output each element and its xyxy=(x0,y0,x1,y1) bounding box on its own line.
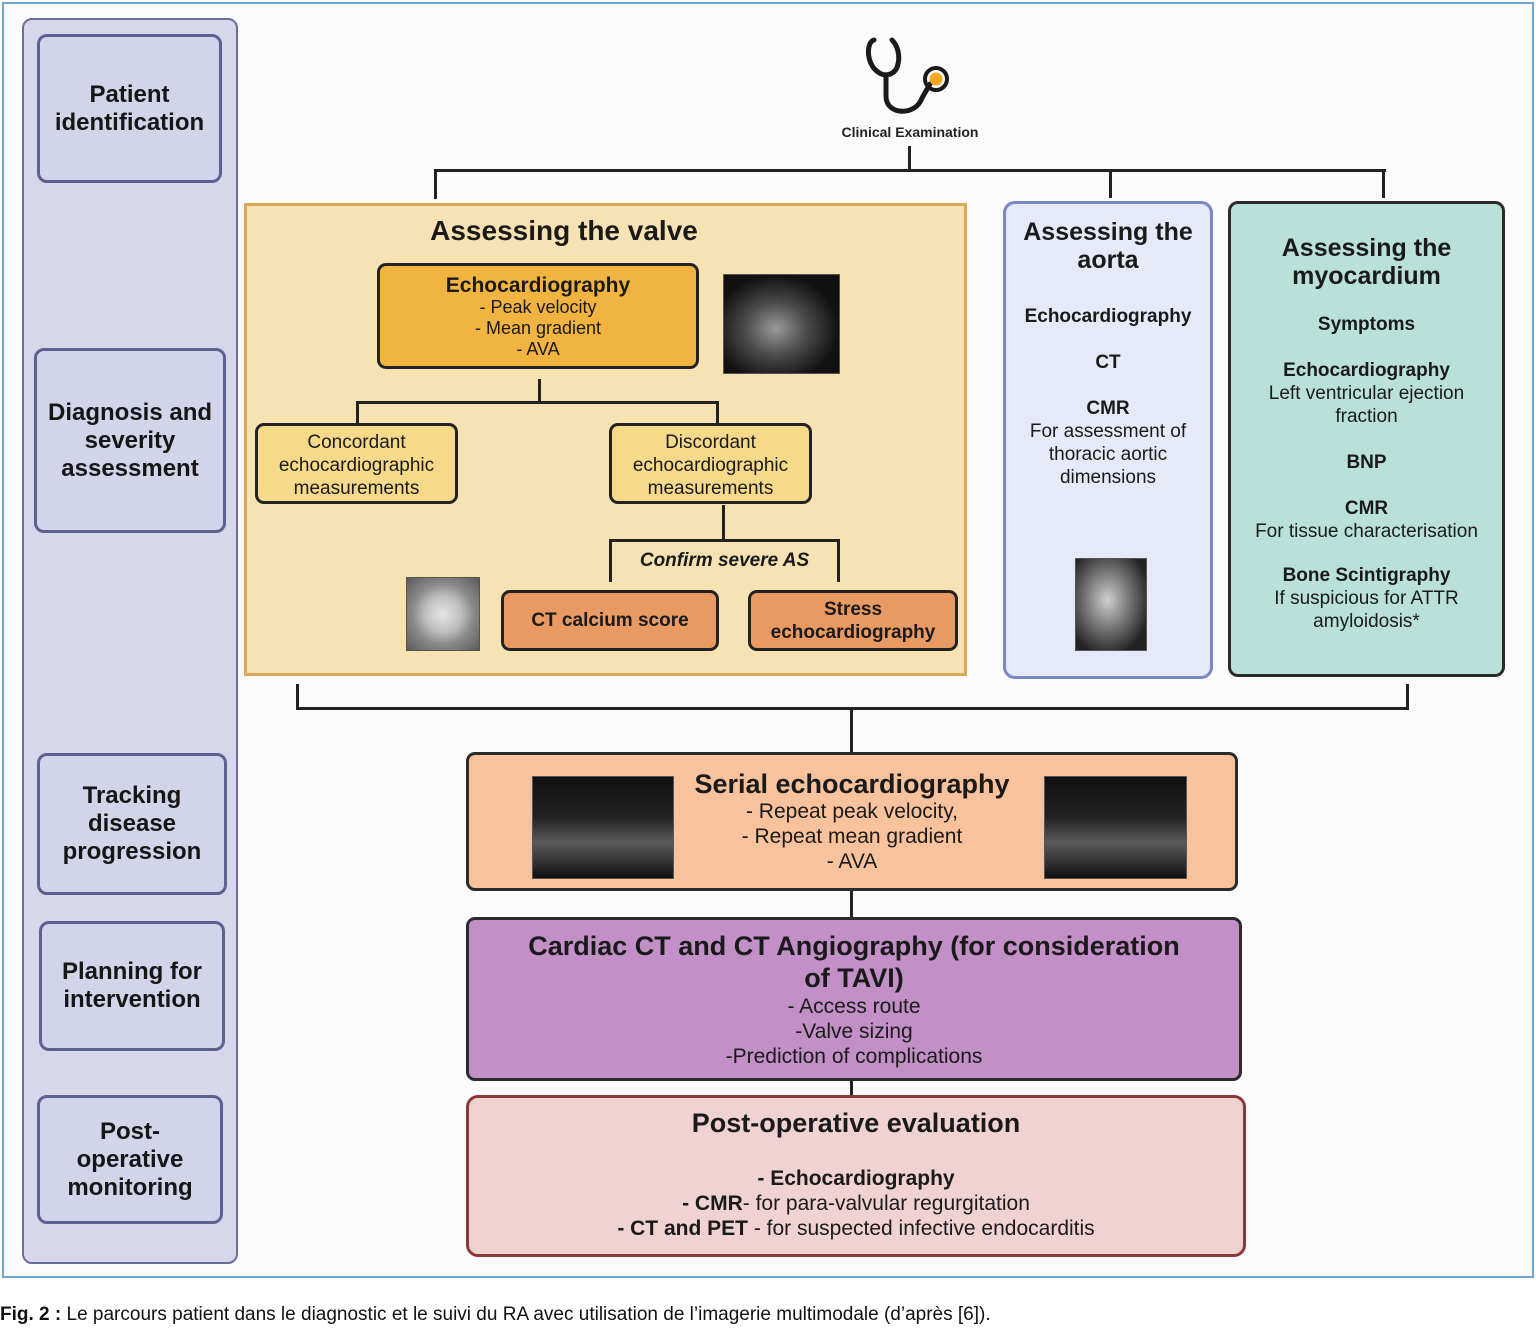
echocardiography-box: Echocardiography - Peak velocity - Mean … xyxy=(377,263,699,369)
connector xyxy=(296,684,299,710)
connector xyxy=(356,401,719,404)
cardiac-ct-items: - Access route -Valve sizing -Prediction… xyxy=(725,995,983,1068)
connector xyxy=(716,401,719,423)
connector xyxy=(434,169,1386,172)
ct-calcium-image xyxy=(406,577,480,651)
myocardium-bone-scintigraphy: Bone Scintigraphy xyxy=(1282,565,1451,586)
myocardium-symptoms: Symptoms xyxy=(1317,314,1416,335)
stage-column xyxy=(22,18,238,1264)
stress-echocardiography-box: Stress echocardiography xyxy=(748,590,958,651)
connector xyxy=(908,146,911,171)
connector xyxy=(609,539,612,582)
figure-caption: Fig. 2 : Le parcours patient dans le dia… xyxy=(0,1304,991,1325)
myocardium-bone-description: If suspicious for ATTR amyloidosis* xyxy=(1274,588,1459,632)
valve-title: Assessing the valve xyxy=(430,215,698,246)
cardiac-ct-title: Cardiac CT and CT Angiography (for consi… xyxy=(528,931,1180,993)
stethoscope-icon xyxy=(866,37,949,114)
echocardiography-title: Echocardiography xyxy=(445,274,631,297)
post-op-item-3: - CT and PET - for suspected infective e… xyxy=(617,1217,1095,1240)
serial-echo-image-left xyxy=(532,776,674,879)
stage-diagnosis: Diagnosis and severity assessment xyxy=(34,348,226,533)
myocardium-panel: Assessing the myocardium Symptoms Echoca… xyxy=(1228,201,1505,677)
myocardium-echo: Echocardiography xyxy=(1283,360,1450,381)
connector xyxy=(837,539,840,582)
connector xyxy=(434,169,437,199)
connector xyxy=(538,379,541,403)
connector xyxy=(1406,684,1409,710)
post-op-title: Post-operative evaluation xyxy=(691,1108,1021,1138)
connector xyxy=(850,891,853,918)
cardiac-ct-box: Cardiac CT and CT Angiography (for consi… xyxy=(466,917,1242,1081)
myocardium-echo-description: Left ventricular ejection fraction xyxy=(1268,383,1465,427)
stage-planning: Planning for intervention xyxy=(39,921,225,1051)
aorta-cmr-image xyxy=(1075,558,1147,651)
myocardium-title: Assessing the myocardium xyxy=(1281,234,1452,290)
discordant-box: Discordant echocardiographic measurement… xyxy=(609,423,812,504)
aorta-echo: Echocardiography xyxy=(1024,306,1192,327)
serial-title: Serial echocardiography xyxy=(694,769,1010,799)
clinical-examination-label: Clinical Examination xyxy=(841,124,979,140)
myocardium-cmr: CMR xyxy=(1344,498,1389,519)
post-op-item-2: - CMR- for para-valvular regurgitation xyxy=(682,1192,1030,1215)
stage-post-operative: Post- operative monitoring xyxy=(37,1095,223,1224)
connector xyxy=(850,1081,853,1096)
connector xyxy=(1382,169,1385,198)
aorta-panel: Assessing the aorta Echocardiography CT … xyxy=(1003,201,1213,679)
post-op-item-1: - Echocardiography xyxy=(757,1167,955,1190)
connector xyxy=(1109,169,1112,198)
aorta-title: Assessing the aorta xyxy=(1023,218,1193,274)
connector xyxy=(850,707,853,753)
serial-echo-image-right xyxy=(1044,776,1187,879)
aorta-ct: CT xyxy=(1095,352,1121,373)
stage-patient-identification: Patient identification xyxy=(37,34,222,183)
stage-tracking: Tracking disease progression xyxy=(37,753,227,895)
echocardiography-items: - Peak velocity - Mean gradient - AVA xyxy=(474,297,602,359)
confirm-severe-as-label: Confirm severe AS xyxy=(612,550,837,572)
myocardium-bnp: BNP xyxy=(1346,452,1387,473)
serial-items: - Repeat peak velocity, - Repeat mean gr… xyxy=(741,800,963,873)
connector xyxy=(722,505,725,541)
aorta-cmr: CMR xyxy=(1086,398,1130,419)
connector xyxy=(356,401,359,423)
myocardium-cmr-description: For tissue characterisation xyxy=(1255,521,1478,542)
connector xyxy=(609,539,840,542)
ct-calcium-score-box: CT calcium score xyxy=(501,590,719,651)
echo-image xyxy=(723,274,840,374)
aorta-cmr-description: For assessment of thoracic aortic dimens… xyxy=(1029,421,1187,488)
concordant-box: Concordant echocardiographic measurement… xyxy=(255,423,458,504)
post-operative-box: Post-operative evaluation - Echocardiogr… xyxy=(466,1095,1246,1257)
